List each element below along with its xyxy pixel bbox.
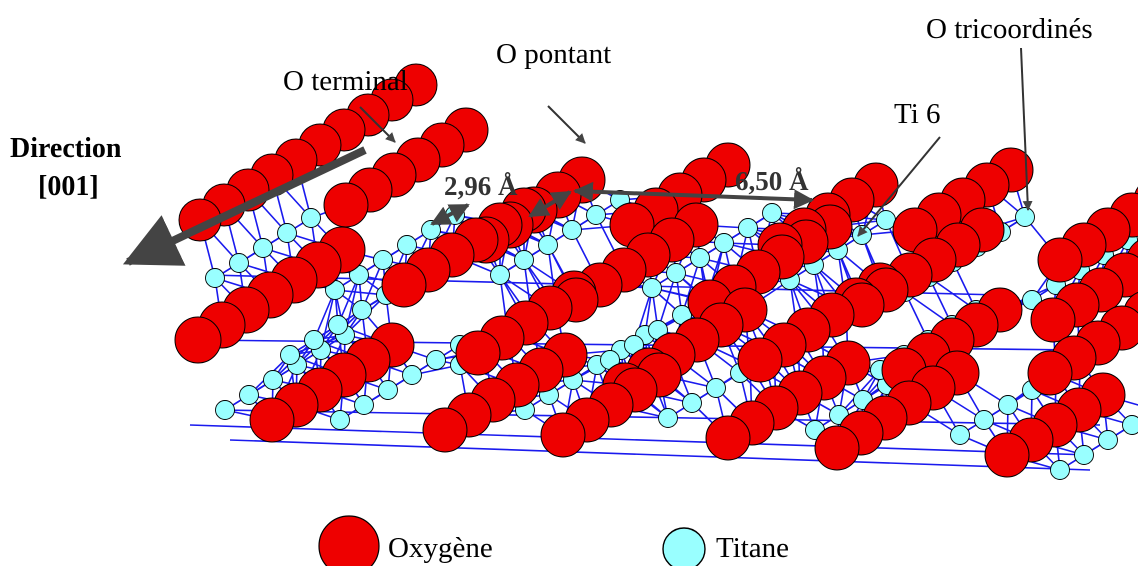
titanium-atom [253,238,273,258]
oxygen-atom [1027,350,1073,396]
legend [318,515,706,566]
titanium-atom [658,408,678,428]
o-pontant-arrow [547,105,586,144]
titanium-atom [378,380,398,400]
oxygen-atom [540,412,586,458]
annotation-arrows [122,47,1033,266]
titanium-atom [373,250,393,270]
direction-arrow [122,146,367,266]
ti6-arrow [857,136,941,237]
titanium-atom [1074,445,1094,465]
oxygen-atom [984,432,1030,478]
oxygen-atom [249,397,295,443]
titanium-atom [330,410,350,430]
titanium-atom [514,250,534,270]
distance-short-label: 2,96 Å [444,171,518,201]
titanium-atom [229,253,249,273]
titanium-atom [263,370,283,390]
titanium-atom [876,210,896,230]
oxygen-atom [737,337,783,383]
titanium-atom [402,365,422,385]
titanium-atom [205,268,225,288]
titanium-atom [354,395,374,415]
titanium-atom [277,223,297,243]
oxygen-atom [1030,297,1076,343]
bond [189,424,1091,456]
titanium-atom [1015,207,1035,227]
titanium-atom [1050,460,1070,480]
oxygen-atom [381,262,427,308]
distance-long-label: 6,50 Å [735,166,809,196]
titanium-atom [562,220,582,240]
oxygen-atom [422,407,468,453]
titanium-atom [280,345,300,365]
titanium-atom [586,205,606,225]
direction-label-line1: Direction [10,133,122,164]
ti6-label: Ti 6 [894,98,941,130]
titanium-atom [852,225,872,245]
titanium-atom [1098,430,1118,450]
titanium-atom [682,393,702,413]
titanium-atom [1122,415,1138,435]
titanium-atom [538,235,558,255]
o-tricoordines-arrow [1020,47,1033,211]
oxygen-atom [323,182,369,228]
titanium-atom [426,350,446,370]
oxygen-atom [174,316,222,364]
legend-titanium-icon [662,527,706,566]
oxygen-atom [1037,237,1083,283]
titanium-atom [328,315,348,335]
dist-long-arrow [573,181,814,210]
bond [229,439,1091,471]
titanium-atom [714,233,734,253]
titanium-atom [239,385,259,405]
titanium-atom [666,263,686,283]
titanium-atom [950,425,970,445]
titanium-atom [352,300,372,320]
o-tricoordines-label: O tricoordinés [926,13,1093,45]
titanium-atom [706,378,726,398]
legend-oxygen-icon [318,515,380,566]
o-pontant-label: O pontant [496,38,612,70]
titanium-atom [642,278,662,298]
titanium-atom [762,203,782,223]
oxygen-atom [705,415,751,461]
titanium-atom [490,265,510,285]
titanium-atom [215,400,235,420]
titanium-atom [301,208,321,228]
titanium-atom [974,410,994,430]
direction-label-line2: [001] [38,171,99,202]
legend-titanium-label: Titane [716,532,790,564]
titanium-atom [738,218,758,238]
oxygen-atom [814,425,860,471]
o-terminal-label: O terminal [283,65,408,97]
bond [657,272,677,331]
dist-mid-arrow [528,190,572,218]
oxygen-atom [455,330,501,376]
titanium-atom [998,395,1018,415]
titanium-atom [304,330,324,350]
titanium-atom [397,235,417,255]
legend-oxygen-label: Oxygène [388,532,493,564]
o-terminal-arrow [359,106,396,143]
titanium-atom [421,220,441,240]
titanium-atom [690,248,710,268]
dist-short-arrow [430,203,470,226]
